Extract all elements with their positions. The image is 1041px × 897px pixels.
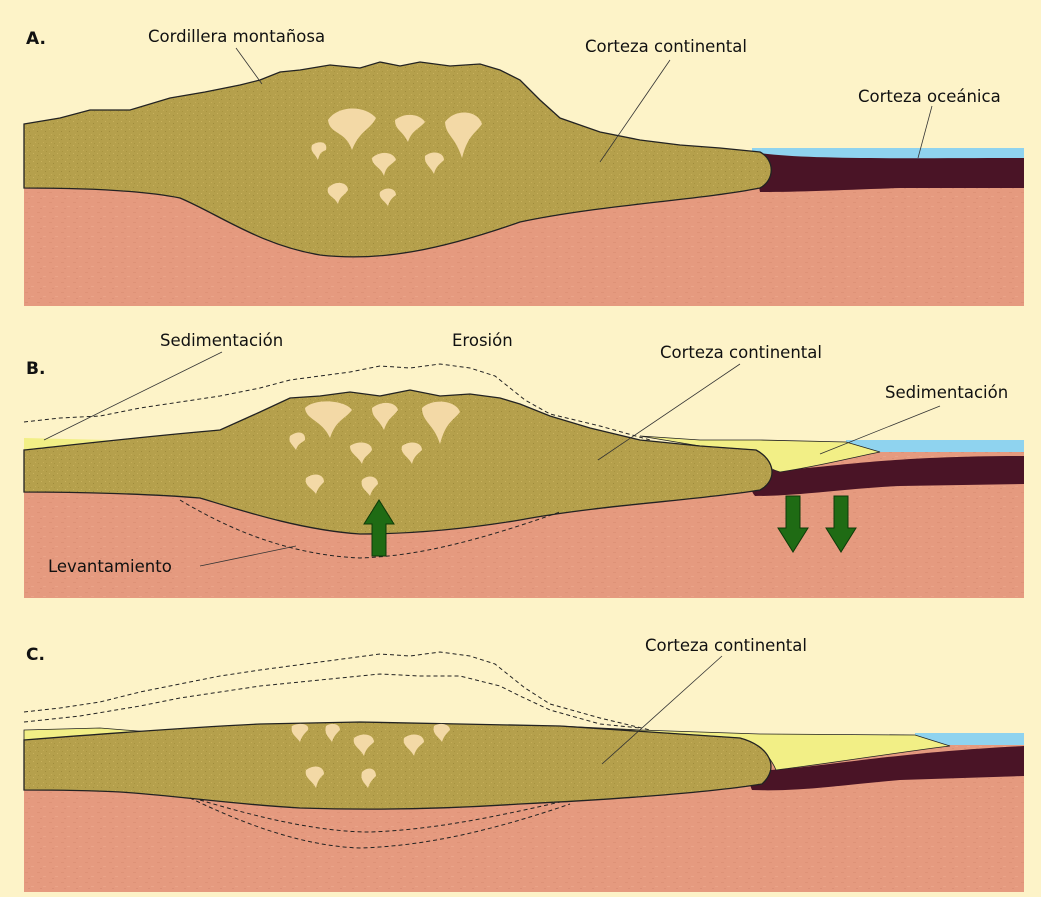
leader-line (236, 48, 262, 84)
original-surface-dashed (24, 652, 650, 730)
panel-c: C. Corteza continental (24, 636, 1024, 892)
label-continental-crust: Corteza continental (585, 37, 747, 56)
label-oceanic-crust: Corteza oceánica (858, 87, 1001, 106)
label-erosion: Erosión (452, 331, 513, 350)
eroded-surface-dashed (24, 674, 640, 728)
panel-a: A. Cordillera montañosa Corteza continen… (24, 27, 1024, 306)
label-uplift: Levantamiento (48, 557, 172, 576)
label-sedimentation-left: Sedimentación (160, 331, 283, 350)
panel-a-letter: A. (26, 29, 46, 49)
panel-c-letter: C. (26, 645, 45, 665)
panel-b-letter: B. (26, 359, 45, 379)
panel-b: B. Sedimentación Erosión Corteza contine… (24, 331, 1024, 598)
leader-line (44, 352, 222, 440)
label-continental-crust: Corteza continental (645, 636, 807, 655)
label-sedimentation-right: Sedimentación (885, 383, 1008, 402)
label-continental-crust: Corteza continental (660, 343, 822, 362)
label-mountain-range: Cordillera montañosa (148, 27, 325, 46)
